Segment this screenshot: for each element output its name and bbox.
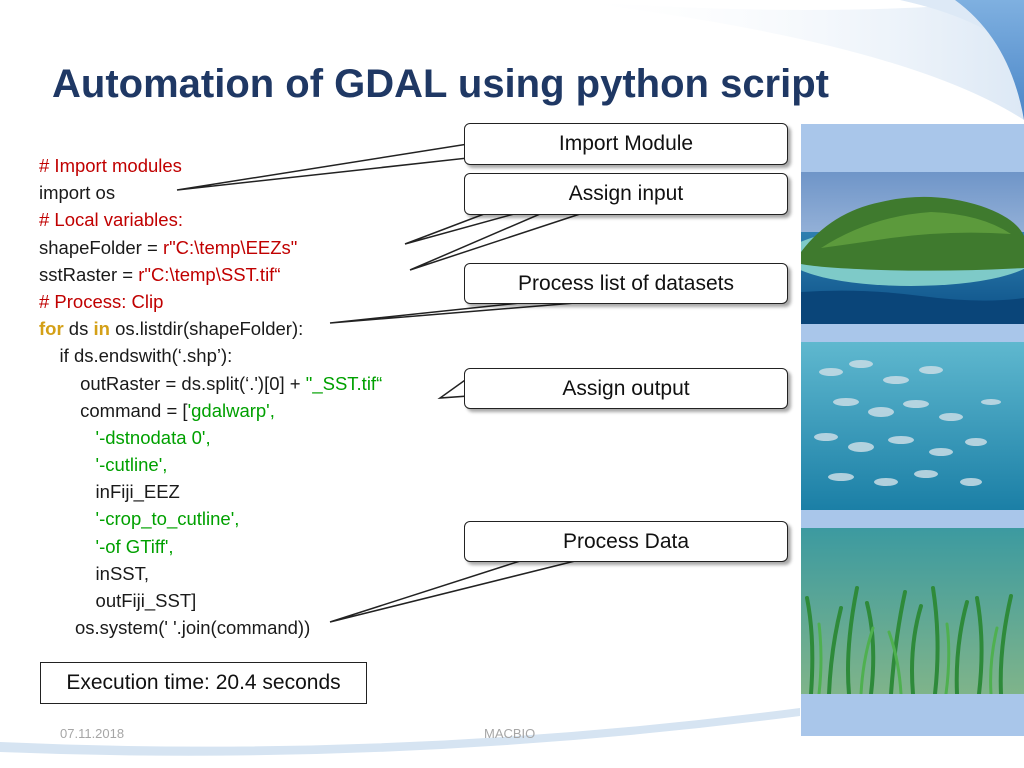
code-block: # Import modules import os # Local variabl… xyxy=(39,152,382,641)
photo-column xyxy=(801,124,1024,736)
island-photo xyxy=(801,172,1024,324)
code-token: os.system(' '.join(command)) xyxy=(39,617,311,639)
code-token: shapeFolder = xyxy=(39,236,163,258)
code-token xyxy=(39,454,96,475)
pointer-assign-input-b xyxy=(409,213,581,271)
code-token xyxy=(39,427,96,448)
code-line: command = ['gdalwarp', xyxy=(39,397,382,424)
code-token: outFiji_SST] xyxy=(39,590,197,611)
code-token: outRaster = ds.split(‘.')[0] + xyxy=(39,372,306,394)
footer-date: 07.11.2018 xyxy=(60,726,125,741)
callout-assign-input: Assign input xyxy=(464,173,788,215)
callout-assign-input-label: Assign input xyxy=(568,182,684,205)
code-line: '-cutline', xyxy=(39,451,382,478)
callout-import-module-label: Import Module xyxy=(558,132,694,155)
code-token: sstRaster = xyxy=(39,263,139,285)
code-token: command = [ xyxy=(39,399,188,421)
code-token: if ds.endswith(‘.shp’): xyxy=(39,345,233,367)
code-token xyxy=(39,508,96,529)
slide-title: Automation of GDAL using python script xyxy=(52,62,829,106)
code-token: r"C:\temp\EEZs" xyxy=(162,236,298,258)
fish-school-photo xyxy=(801,342,1024,510)
code-line: if ds.endswith(‘.shp’): xyxy=(39,342,382,369)
code-line: # Import modules xyxy=(39,152,382,179)
code-line: '-of GTiff', xyxy=(39,533,382,560)
code-line: sstRaster = r"C:\temp\SST.tif“ xyxy=(39,261,382,288)
code-token: inFiji_EEZ xyxy=(39,481,180,503)
code-line: os.system(' '.join(command)) xyxy=(39,614,382,641)
code-line: # Local variables: xyxy=(39,206,382,233)
code-line: import os xyxy=(39,179,382,206)
code-line: '-crop_to_cutline', xyxy=(39,505,382,532)
code-token: # Process: Clip xyxy=(39,290,164,312)
code-token: '-cutline', xyxy=(95,454,168,476)
footer-org: MACBIO xyxy=(484,726,536,741)
bottom-swoosh xyxy=(0,708,800,756)
code-token: import os xyxy=(39,182,116,204)
code-line: for ds in os.listdir(shapeFolder): xyxy=(39,315,382,342)
callout-process-list: Process list of datasets xyxy=(464,263,788,304)
callout-process-data-label: Process Data xyxy=(562,529,690,553)
code-line: outRaster = ds.split(‘.')[0] + "_SST.tif… xyxy=(39,370,382,397)
code-token: ds xyxy=(63,318,94,340)
code-token: os.listdir(shapeFolder): xyxy=(109,318,304,340)
code-token xyxy=(39,536,96,557)
execution-time-label: Execution time: 20.4 seconds xyxy=(66,671,341,694)
code-token: in xyxy=(93,318,110,340)
blue-corner-band xyxy=(955,0,1024,120)
code-token: r"C:\temp\SST.tif“ xyxy=(138,263,281,285)
top-swoosh xyxy=(560,0,1024,120)
code-token: '-crop_to_cutline', xyxy=(95,508,240,530)
callout-assign-output: Assign output xyxy=(464,368,788,409)
code-token: # Import modules xyxy=(39,155,182,176)
code-token: for xyxy=(39,318,64,340)
code-token: "_SST.tif“ xyxy=(305,372,383,394)
code-token: # Local variables: xyxy=(39,209,183,231)
code-line: # Process: Clip xyxy=(39,288,382,315)
callout-import-module: Import Module xyxy=(464,123,788,165)
code-token: 'gdalwarp', xyxy=(187,399,275,421)
code-token: inSST, xyxy=(39,562,150,584)
callout-assign-output-label: Assign output xyxy=(562,376,690,400)
seagrass-photo xyxy=(801,528,1024,694)
callout-process-list-label: Process list of datasets xyxy=(518,271,734,295)
code-token: '-dstnodata 0', xyxy=(95,426,211,448)
code-line: '-dstnodata 0', xyxy=(39,424,382,451)
code-token: '-of GTiff', xyxy=(95,535,174,557)
code-line: inSST, xyxy=(39,560,382,587)
execution-time-box: Execution time: 20.4 seconds xyxy=(40,662,367,704)
code-line: inFiji_EEZ xyxy=(39,478,382,505)
code-line: outFiji_SST] xyxy=(39,587,382,614)
callout-process-data: Process Data xyxy=(464,521,788,562)
code-line: shapeFolder = r"C:\temp\EEZs" xyxy=(39,234,382,261)
